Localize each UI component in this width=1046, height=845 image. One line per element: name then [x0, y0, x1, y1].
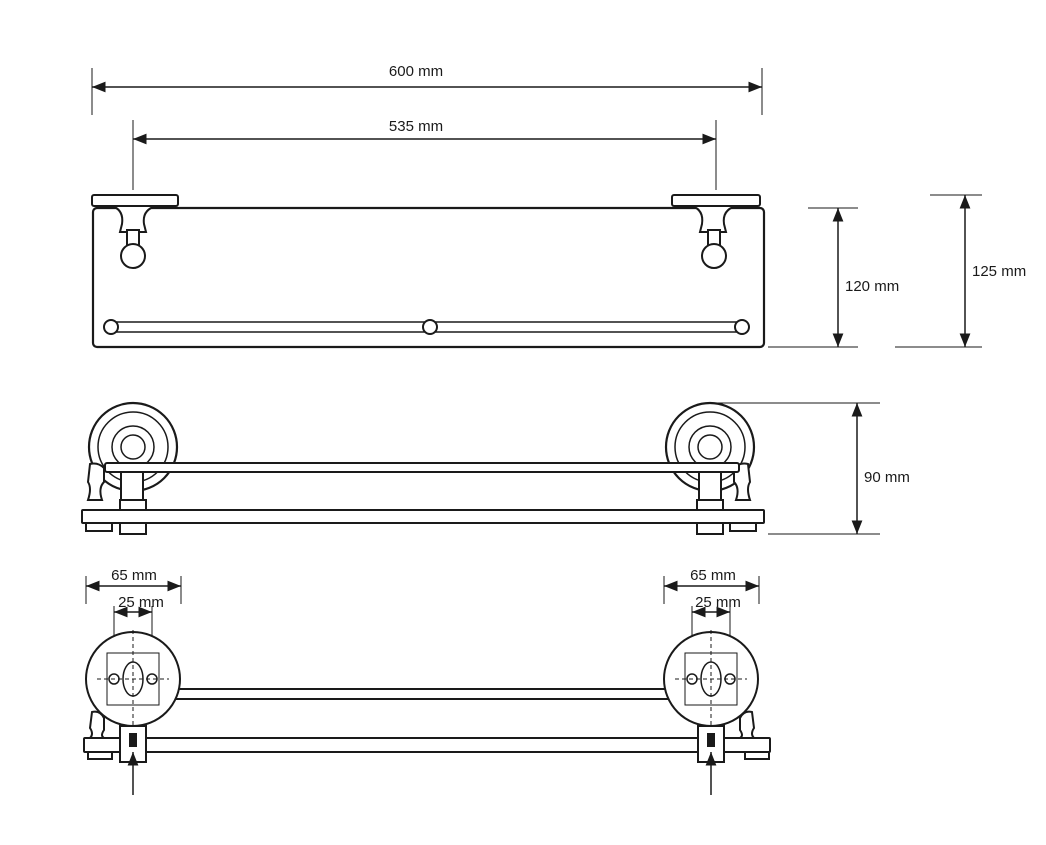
glass-shelf-front — [81, 509, 765, 524]
glass-shelf-side — [83, 737, 771, 753]
overall-width-label: 600 mm — [389, 63, 443, 80]
dimension-right-rosette: 65 mm — [663, 567, 760, 604]
gallery-rail-side — [169, 688, 676, 700]
left-rosette-front — [86, 401, 179, 501]
depth-label: 90 mm — [864, 469, 910, 486]
dimension-left-rosette: 65 mm — [85, 567, 182, 604]
right-wall-bracket — [671, 194, 761, 269]
gallery-rail — [103, 319, 750, 335]
dimension-depth: 90 mm — [712, 402, 910, 535]
dimension-right-holes: 25 mm — [691, 594, 741, 640]
top-view: 600 mm 535 mm — [91, 63, 1026, 349]
dimension-total-height: 125 mm — [895, 194, 1026, 348]
glass-height-label: 120 mm — [845, 278, 899, 295]
right-rosette-mount — [663, 630, 759, 795]
total-height-label: 125 mm — [972, 263, 1026, 280]
glass-plate — [91, 206, 766, 349]
dimension-bracket-spacing: 535 mm — [132, 118, 717, 190]
mounting-view: 65 mm 25 mm 65 mm 25 mm — [83, 567, 771, 795]
dimension-left-holes: 25 mm — [113, 594, 164, 640]
left-rosette-diameter-label: 65 mm — [111, 567, 157, 584]
right-rosette-front — [664, 401, 756, 501]
right-hole-spacing-label: 25 mm — [695, 594, 741, 611]
gallery-rail-front — [104, 462, 740, 473]
right-rosette-diameter-label: 65 mm — [690, 567, 736, 584]
left-hole-spacing-label: 25 mm — [118, 594, 164, 611]
dimension-overall-width: 600 mm — [91, 63, 763, 115]
left-wall-bracket — [91, 194, 179, 269]
bracket-spacing-label: 535 mm — [389, 118, 443, 135]
front-view: 90 mm — [81, 401, 910, 535]
dimension-glass-height: 120 mm — [768, 207, 899, 348]
left-rosette-mount — [85, 630, 181, 795]
